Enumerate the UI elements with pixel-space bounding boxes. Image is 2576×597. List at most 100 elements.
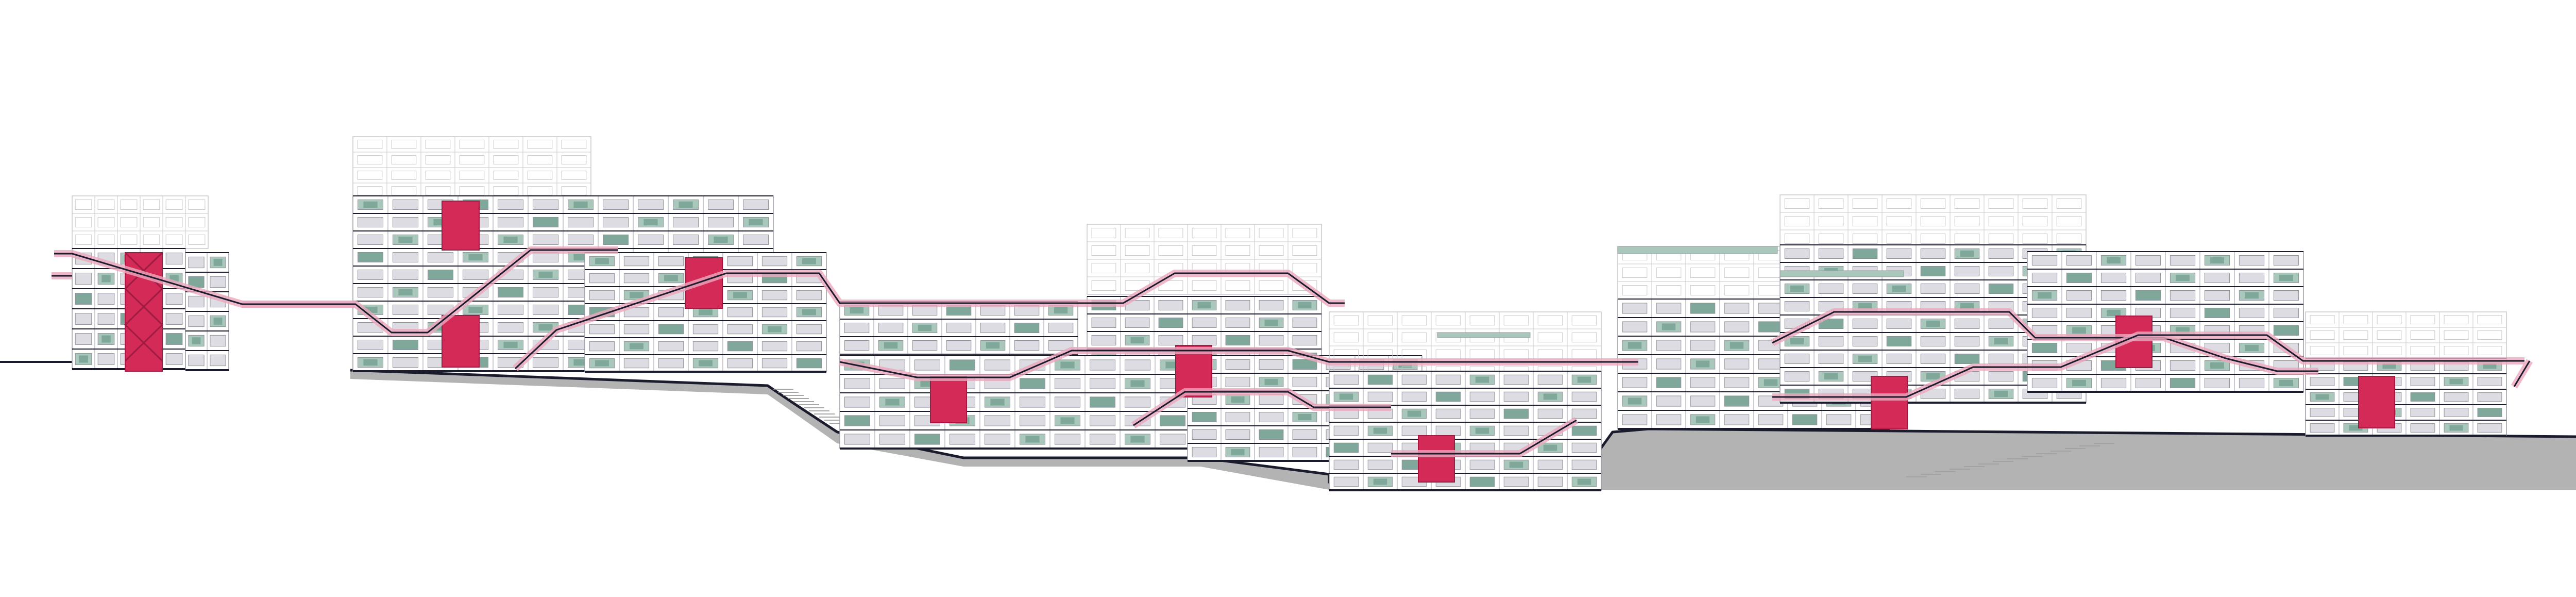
building-block <box>2305 358 2507 437</box>
module-cell <box>2018 212 2053 230</box>
window-pane <box>1469 408 1495 419</box>
building-block <box>185 252 229 371</box>
window-glass <box>1790 285 1804 292</box>
window-glass <box>1577 478 1591 485</box>
window-pane <box>2410 315 2435 324</box>
window-pane <box>1988 283 2014 294</box>
window-pane <box>2477 408 2502 417</box>
module-cell <box>1087 224 1121 242</box>
window-pane <box>638 234 664 245</box>
window-glass <box>2245 292 2259 299</box>
window-glass <box>2449 378 2463 385</box>
canopy-bar <box>1437 332 1531 338</box>
module-cell <box>1780 194 1815 213</box>
window-pane <box>2170 307 2196 319</box>
window-pane <box>1886 336 1912 347</box>
window-pane <box>1954 266 1980 277</box>
window-pane <box>120 199 138 210</box>
window-pane <box>210 354 226 367</box>
window-pane <box>1192 280 1217 291</box>
window-glass <box>595 360 609 367</box>
window-pane <box>658 358 684 369</box>
window-pane <box>393 217 418 228</box>
module-cell <box>1329 311 1364 329</box>
window-pane <box>1954 318 1980 329</box>
window-pane <box>727 341 753 352</box>
window-pane <box>1469 315 1495 326</box>
window-pane <box>761 256 788 267</box>
window-pane <box>393 269 418 280</box>
window-glass <box>1231 449 1245 456</box>
window-pane <box>844 322 870 334</box>
window-pane <box>527 186 553 195</box>
window-pane <box>1852 318 1878 329</box>
window-pane <box>1055 378 1080 389</box>
window-pane <box>2056 198 2082 209</box>
window-glass <box>1892 285 1906 292</box>
window-pane <box>912 340 938 351</box>
window-pane <box>1333 442 1359 453</box>
window-glass <box>1231 396 1245 403</box>
window-pane <box>1014 305 1040 316</box>
module-cell <box>2338 327 2373 343</box>
window-pane <box>1886 233 1912 244</box>
module-cell <box>1882 194 1917 213</box>
window-pane <box>393 304 418 316</box>
window-pane <box>1367 332 1393 343</box>
window-glass <box>1994 390 2008 397</box>
window-pane <box>844 378 870 389</box>
window-pane <box>2066 272 2092 284</box>
window-pane <box>638 199 664 210</box>
window-pane <box>459 171 485 180</box>
window-pane <box>1225 280 1250 291</box>
window-pane <box>1656 414 1682 425</box>
window-pane <box>1333 476 1359 487</box>
module-cell <box>488 136 523 153</box>
window-pane <box>357 140 383 149</box>
window-pane <box>1225 376 1250 388</box>
window-pane <box>603 217 629 228</box>
module-cell <box>1916 212 1951 230</box>
window-pane <box>1435 408 1461 419</box>
window-pane <box>796 324 822 335</box>
window-pane <box>561 186 587 195</box>
window-glass <box>1858 303 1872 310</box>
elevator-core <box>2358 376 2395 428</box>
window-pane <box>1259 411 1284 423</box>
window-pane <box>1622 267 1648 278</box>
window-pane <box>658 307 684 318</box>
window-pane <box>97 293 115 305</box>
window-pane <box>533 287 558 298</box>
window-pane <box>1192 429 1217 440</box>
window-pane <box>2135 290 2161 301</box>
window-pane <box>1784 215 1810 227</box>
window-pane <box>2100 272 2127 284</box>
window-pane <box>1818 233 1844 244</box>
window-pane <box>1503 374 1529 385</box>
window-pane <box>1503 315 1529 326</box>
window-pane <box>879 434 905 445</box>
window-pane <box>692 341 719 352</box>
window-glass <box>2210 257 2224 264</box>
window-pane <box>533 234 558 245</box>
window-glass <box>1730 342 1744 349</box>
window-glass <box>1858 355 1872 362</box>
window-glass <box>2072 327 2086 334</box>
window-pane <box>210 276 226 288</box>
window-pane <box>2310 423 2335 433</box>
window-pane <box>1571 442 1597 453</box>
window-pane <box>1656 340 1682 351</box>
window-glass <box>1373 478 1387 485</box>
window-pane <box>844 434 870 445</box>
module-cell <box>2372 342 2406 359</box>
window-pane <box>425 140 451 149</box>
window-pane <box>498 287 523 298</box>
window-pane <box>2377 346 2402 355</box>
window-pane <box>1852 283 1878 294</box>
module-cell <box>1882 212 1917 230</box>
window-pane <box>1225 335 1250 346</box>
module-cell <box>1984 194 2019 213</box>
window-pane <box>1818 283 1844 294</box>
window-pane <box>673 217 699 228</box>
module-cell <box>1984 212 2019 230</box>
